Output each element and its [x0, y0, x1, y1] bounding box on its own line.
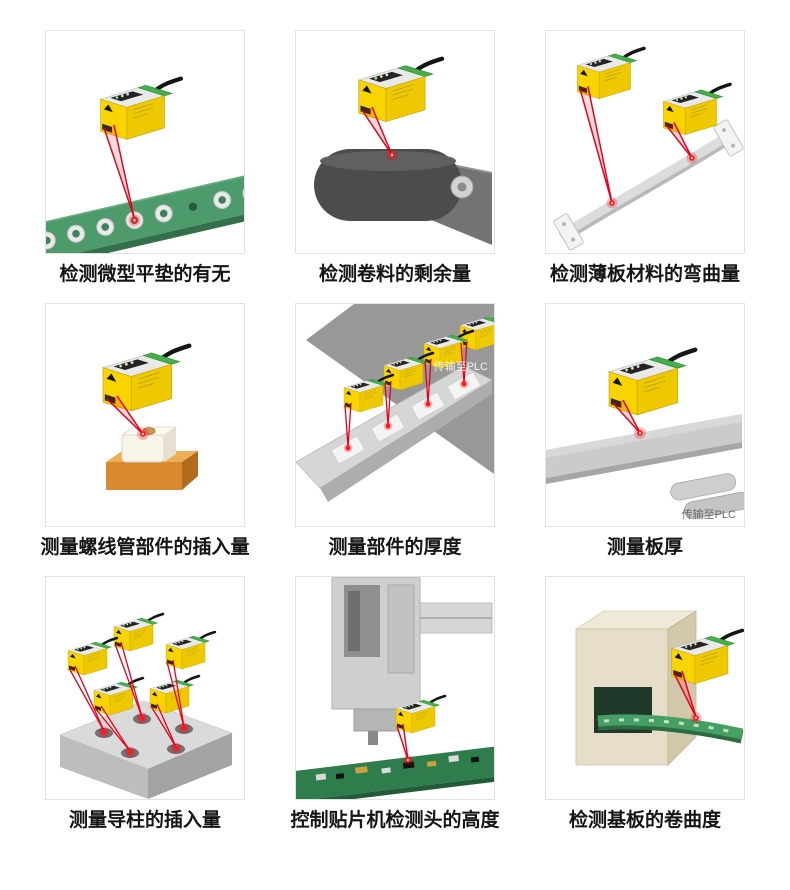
cell-smt-head-height: 控制贴片机检测头的高度	[291, 575, 500, 833]
scene-coil-remaining	[314, 31, 493, 245]
plate	[546, 413, 742, 484]
cell-coil-remaining: 检测卷料的剩余量	[295, 30, 495, 287]
laser-sensor	[148, 674, 201, 714]
illustration-part-thickness: 传输至PLC	[295, 302, 495, 527]
washer-strip	[46, 172, 244, 253]
cell-washer-presence: 检测微型平垫的有无	[45, 30, 245, 287]
scene-solenoid-insertion	[46, 304, 198, 490]
caption-smt-head-height: 控制贴片机检测头的高度	[290, 809, 500, 831]
illustration-sheet-bending	[545, 30, 745, 254]
scene-washer-presence	[46, 31, 244, 253]
clamp-right	[713, 119, 744, 157]
caption-sheet-bending: 检测薄板材料的弯曲量	[549, 264, 740, 285]
plc-annotation: 传输至PLC	[434, 359, 488, 373]
scene-part-thickness: 传输至PLC	[296, 303, 494, 502]
cell-plate-thickness: 传输至PLC 测量板厚	[545, 302, 745, 560]
laser-beam	[344, 340, 468, 447]
illustration-solenoid-insertion	[45, 302, 245, 527]
scene-guide-post-insertion	[59, 612, 233, 799]
caption-plate-thickness: 测量板厚	[606, 536, 683, 558]
scene-sheet-bending	[553, 46, 744, 251]
caption-guide-post-insertion: 测量导柱的插入量	[68, 809, 221, 831]
applications-grid: 检测微型平垫的有无	[41, 30, 745, 833]
material-roll	[314, 149, 474, 221]
solenoid-component	[106, 426, 198, 490]
laser-beam	[68, 641, 185, 751]
laser-beam	[579, 86, 618, 209]
cell-part-thickness: 传输至PLC 测量部件的厚度	[295, 302, 495, 560]
cell-sheet-bending: 检测薄板材料的弯曲量	[545, 30, 745, 287]
illustration-coil-remaining	[295, 30, 495, 254]
illustration-smt-head-height	[295, 575, 495, 800]
pcb-strip	[597, 713, 744, 743]
laser-beam	[673, 670, 702, 723]
rollers	[670, 473, 744, 519]
smt-machine	[331, 576, 493, 745]
pcb-components	[315, 754, 480, 781]
clamp-left	[553, 213, 584, 251]
caption-part-thickness: 测量部件的厚度	[328, 536, 462, 558]
caption-solenoid-insertion: 测量螺线管部件的插入量	[40, 536, 250, 558]
laser-beam	[103, 124, 135, 218]
scene-board-curl	[574, 609, 744, 766]
illustration-guide-post-insertion	[45, 575, 245, 800]
illustration-plate-thickness: 传输至PLC	[545, 302, 745, 527]
caption-coil-remaining: 检测卷料的剩余量	[318, 264, 471, 285]
pcb-board	[296, 744, 494, 799]
illustration-board-curl	[545, 575, 745, 800]
plc-annotation: 传输至PLC	[682, 507, 736, 521]
washers	[46, 184, 244, 250]
laser-beam	[612, 399, 646, 439]
laser-beam	[396, 723, 413, 765]
laser-spots	[343, 379, 469, 453]
oven-block	[574, 609, 698, 766]
thin-sheet	[559, 131, 733, 243]
caption-washer-presence: 检测微型平垫的有无	[59, 264, 231, 285]
illustration-washer-presence	[45, 30, 245, 254]
cell-board-curl: 检测基板的卷曲度	[545, 575, 745, 833]
laser-sensor	[66, 636, 119, 676]
cell-solenoid-insertion: 测量螺线管部件的插入量	[41, 302, 250, 560]
laser-spots	[98, 712, 190, 757]
scene-smt-head-height	[296, 576, 494, 799]
cell-guide-post-insertion: 测量导柱的插入量	[45, 575, 245, 833]
laser-beam	[106, 395, 149, 440]
scene-plate-thickness: 传输至PLC	[546, 304, 744, 521]
laser-spot	[128, 214, 141, 227]
caption-board-curl: 检测基板的卷曲度	[568, 809, 721, 831]
laser-beam	[361, 106, 398, 161]
laser-beam	[665, 122, 698, 164]
